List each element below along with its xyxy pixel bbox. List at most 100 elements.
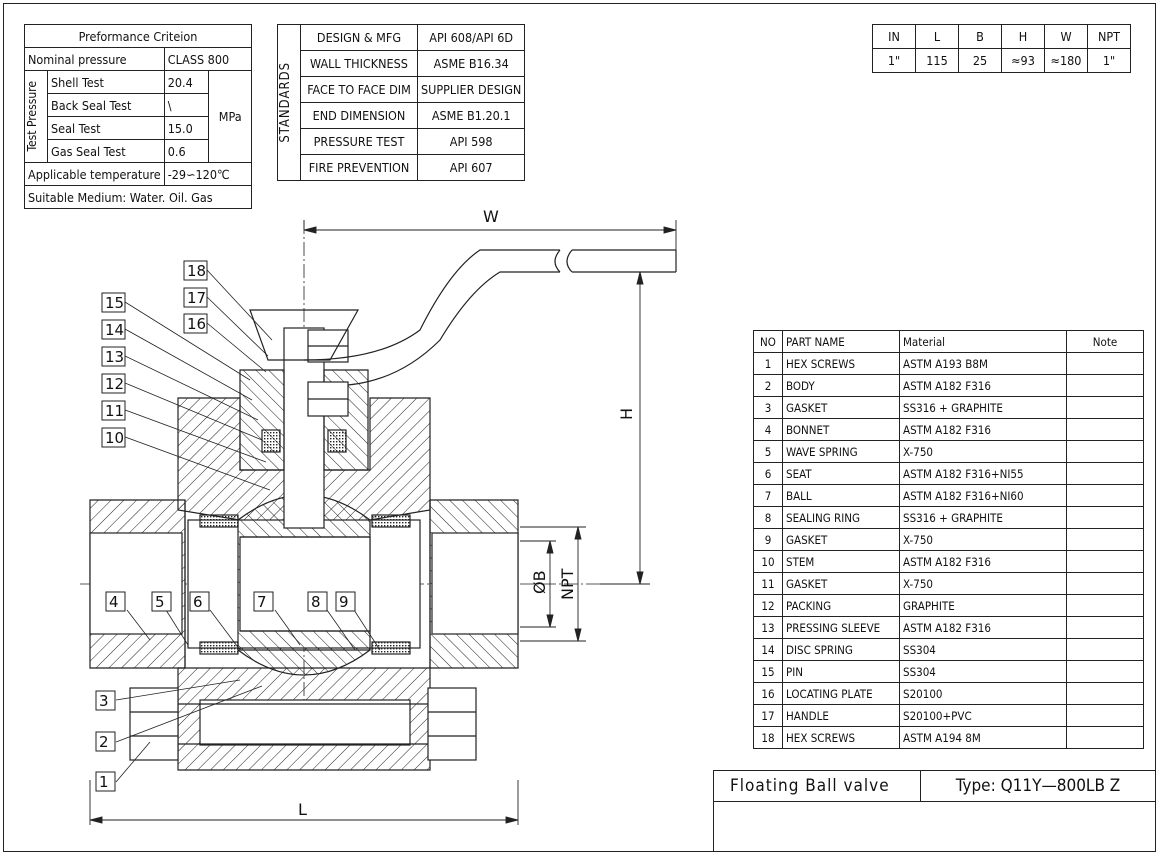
callout-box (101, 400, 126, 421)
callout-box (95, 690, 116, 711)
dim-header: NPT (1087, 24, 1131, 49)
callout-number: 2 (99, 733, 109, 751)
test-label: Seal Test (47, 116, 165, 140)
dim-value: 1" (1087, 48, 1131, 73)
callout-number: 11 (105, 402, 124, 420)
test-value: 15.0 (163, 116, 210, 140)
test-label: Gas Seal Test (47, 139, 165, 163)
callout-number: 10 (105, 429, 124, 447)
title-block: Floating Ball valve Type: Q11Y—800LB Z (713, 770, 1156, 852)
standard-item: DESIGN & MFG (300, 24, 418, 51)
standard-value: API 607 (416, 154, 526, 181)
callout-box (101, 427, 126, 448)
callout-box (95, 771, 116, 792)
callout-number: 1 (99, 773, 109, 791)
standard-value: ASME B1.20.1 (416, 102, 526, 129)
dim-label-b: ØB (530, 570, 549, 594)
standard-item: PRESSURE TEST (300, 128, 418, 155)
callout-box (183, 313, 208, 334)
performance-table: Preformance Criteion Nominal pressure CL… (24, 24, 253, 209)
parts-cell-no: 15 (753, 660, 783, 683)
dim-label-l: L (298, 800, 307, 819)
callout-number: 14 (105, 321, 124, 339)
standard-value: SUPPLIER DESIGN (416, 76, 526, 103)
parts-cell-no: 13 (753, 616, 783, 639)
nominal-value: CLASS 800 (163, 47, 253, 71)
parts-cell-name: LOCATING PLATE (782, 682, 900, 705)
parts-cell-material: ASTM A182 F316 (899, 550, 1067, 573)
callout-box (101, 292, 126, 313)
callout-number: 15 (105, 294, 124, 312)
callout-box (253, 591, 274, 612)
callout-box (95, 731, 116, 752)
parts-cell-material: ASTM A182 F316 (899, 374, 1067, 397)
parts-header: PART NAME (782, 330, 900, 353)
callout-number: 3 (99, 692, 109, 710)
callout-number: 16 (187, 315, 206, 333)
callout-box (335, 591, 356, 612)
callout-box (183, 260, 208, 281)
callout-number: 4 (109, 593, 119, 611)
dim-label-npt: NPT (558, 568, 577, 600)
parts-cell-name: GASKET (782, 572, 900, 595)
drawing-type: Type: Q11Y—800LB Z (955, 776, 1121, 796)
parts-cell-name: BODY (782, 374, 900, 397)
standard-item: FIRE PREVENTION (300, 154, 418, 181)
parts-cell-note (1066, 726, 1144, 749)
callout-box (183, 287, 208, 308)
callout-number: 9 (339, 593, 349, 611)
test-value: \ (163, 93, 210, 117)
dim-header: IN (872, 24, 916, 49)
standards-table: STANDARDS DESIGN & MFG API 608/API 6D WA… (277, 24, 526, 181)
parts-cell-name: DISC SPRING (782, 638, 900, 661)
parts-cell-material: ASTM A193 B8M (899, 352, 1067, 375)
parts-header: NO (753, 330, 783, 353)
standard-value: API 598 (416, 128, 526, 155)
parts-cell-name: BONNET (782, 418, 900, 441)
callout-box (105, 591, 126, 612)
standard-item: WALL THICKNESS (300, 50, 418, 77)
callout-number: 6 (193, 593, 203, 611)
parts-cell-name: HEX SCREWS (782, 726, 900, 749)
parts-cell-no: 18 (753, 726, 783, 749)
callout-number: 8 (311, 593, 321, 611)
callout-box (189, 591, 210, 612)
dim-value: 25 (958, 48, 1002, 73)
callout-box (101, 373, 126, 394)
dim-value: ≈93 (1001, 48, 1045, 73)
callout-number: 12 (105, 375, 124, 393)
callout-number: 17 (187, 289, 206, 307)
parts-cell-material: X-750 (899, 440, 1067, 463)
dim-header: B (958, 24, 1002, 49)
standard-value: API 608/API 6D (416, 24, 526, 51)
dim-label-w: W (483, 207, 499, 226)
drawing-title: Floating Ball valve (714, 771, 921, 801)
callout-box (101, 319, 126, 340)
callout-box (101, 346, 126, 367)
parts-cell-material: SS316 + GRAPHITE (899, 506, 1067, 529)
dim-value: 115 (915, 48, 959, 73)
callout-number: 5 (155, 593, 165, 611)
parts-cell-name: HEX SCREWS (782, 352, 900, 375)
parts-cell-name: WAVE SPRING (782, 440, 900, 463)
medium: Suitable Medium: Water. Oil. Gas (24, 185, 252, 209)
dim-value: 1" (872, 48, 916, 73)
dimensions-table: IN L B H W NPT 1" 115 25 ≈93 ≈180 1" (872, 24, 1131, 73)
parts-cell-material: ASTM A194 8M (899, 726, 1067, 749)
pressure-unit: MPa (208, 70, 252, 163)
callout-box (151, 591, 172, 612)
nominal-label: Nominal pressure (24, 47, 165, 71)
